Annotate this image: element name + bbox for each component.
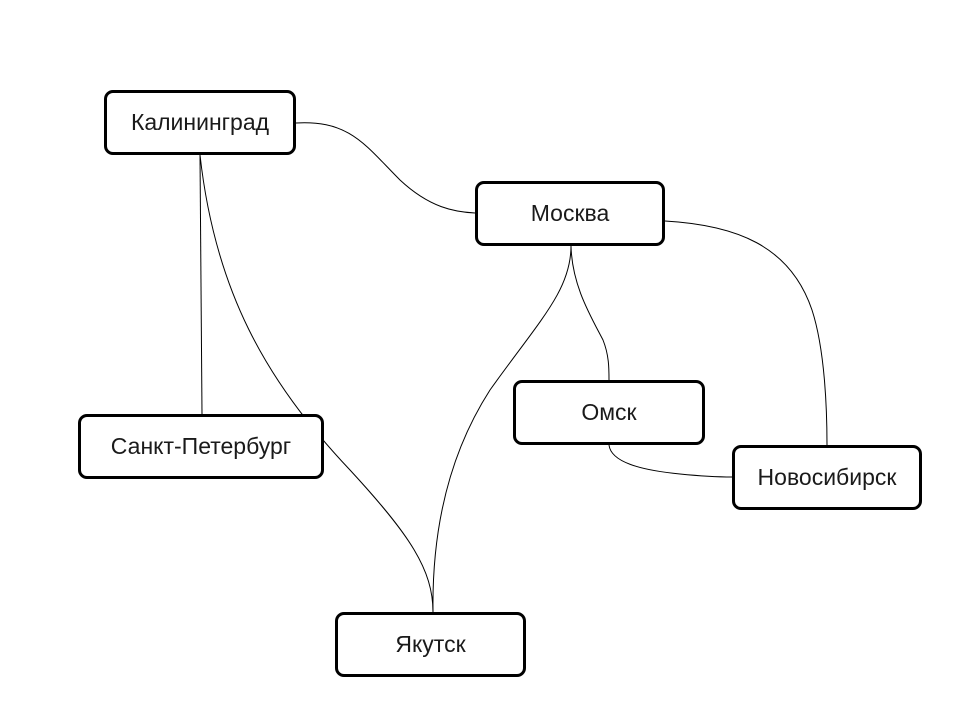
node-label: Калининград	[130, 109, 270, 135]
node-label: Москва	[530, 200, 610, 226]
node-label: Омск	[581, 399, 637, 425]
edge-moskva-novosibirsk	[664, 220, 828, 446]
node-label: Санкт-Петербург	[110, 433, 292, 459]
node-moskva[interactable]: Москва	[475, 181, 665, 246]
edge-kaliningrad-yakutsk	[199, 154, 434, 613]
edge-omsk-novosibirsk	[608, 444, 733, 478]
node-yakutsk[interactable]: Якутск	[335, 612, 526, 677]
edge-moskva-omsk	[570, 245, 610, 381]
node-sankt-peterburg[interactable]: Санкт-Петербург	[78, 414, 324, 479]
node-omsk[interactable]: Омск	[513, 380, 705, 445]
edge-kaliningrad-spb	[199, 154, 203, 415]
node-label: Якутск	[395, 631, 466, 657]
node-kaliningrad[interactable]: Калининград	[104, 90, 296, 155]
edge-moskva-yakutsk	[432, 245, 572, 613]
node-label: Новосибирск	[757, 464, 897, 490]
edge-kaliningrad-moskva	[295, 122, 476, 214]
node-novosibirsk[interactable]: Новосибирск	[732, 445, 922, 510]
